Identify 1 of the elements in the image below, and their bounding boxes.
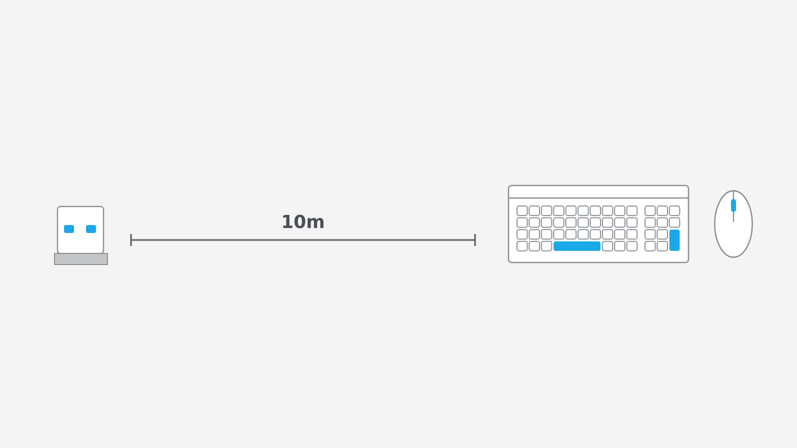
distance-label: 10m (281, 212, 325, 233)
